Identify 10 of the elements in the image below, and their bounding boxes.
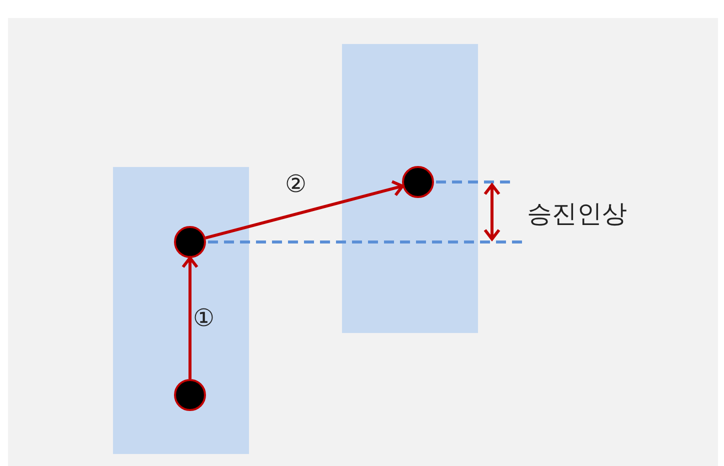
arrow xyxy=(182,256,198,379)
dot xyxy=(174,379,206,411)
dimension-label: 승진인상 xyxy=(527,201,627,226)
arrow xyxy=(205,180,404,240)
edge-label: ① xyxy=(193,306,215,330)
edge-label: ② xyxy=(285,172,307,196)
bar-band xyxy=(342,44,478,333)
bar-band xyxy=(113,167,249,454)
dot xyxy=(402,166,434,198)
dot xyxy=(174,226,206,258)
